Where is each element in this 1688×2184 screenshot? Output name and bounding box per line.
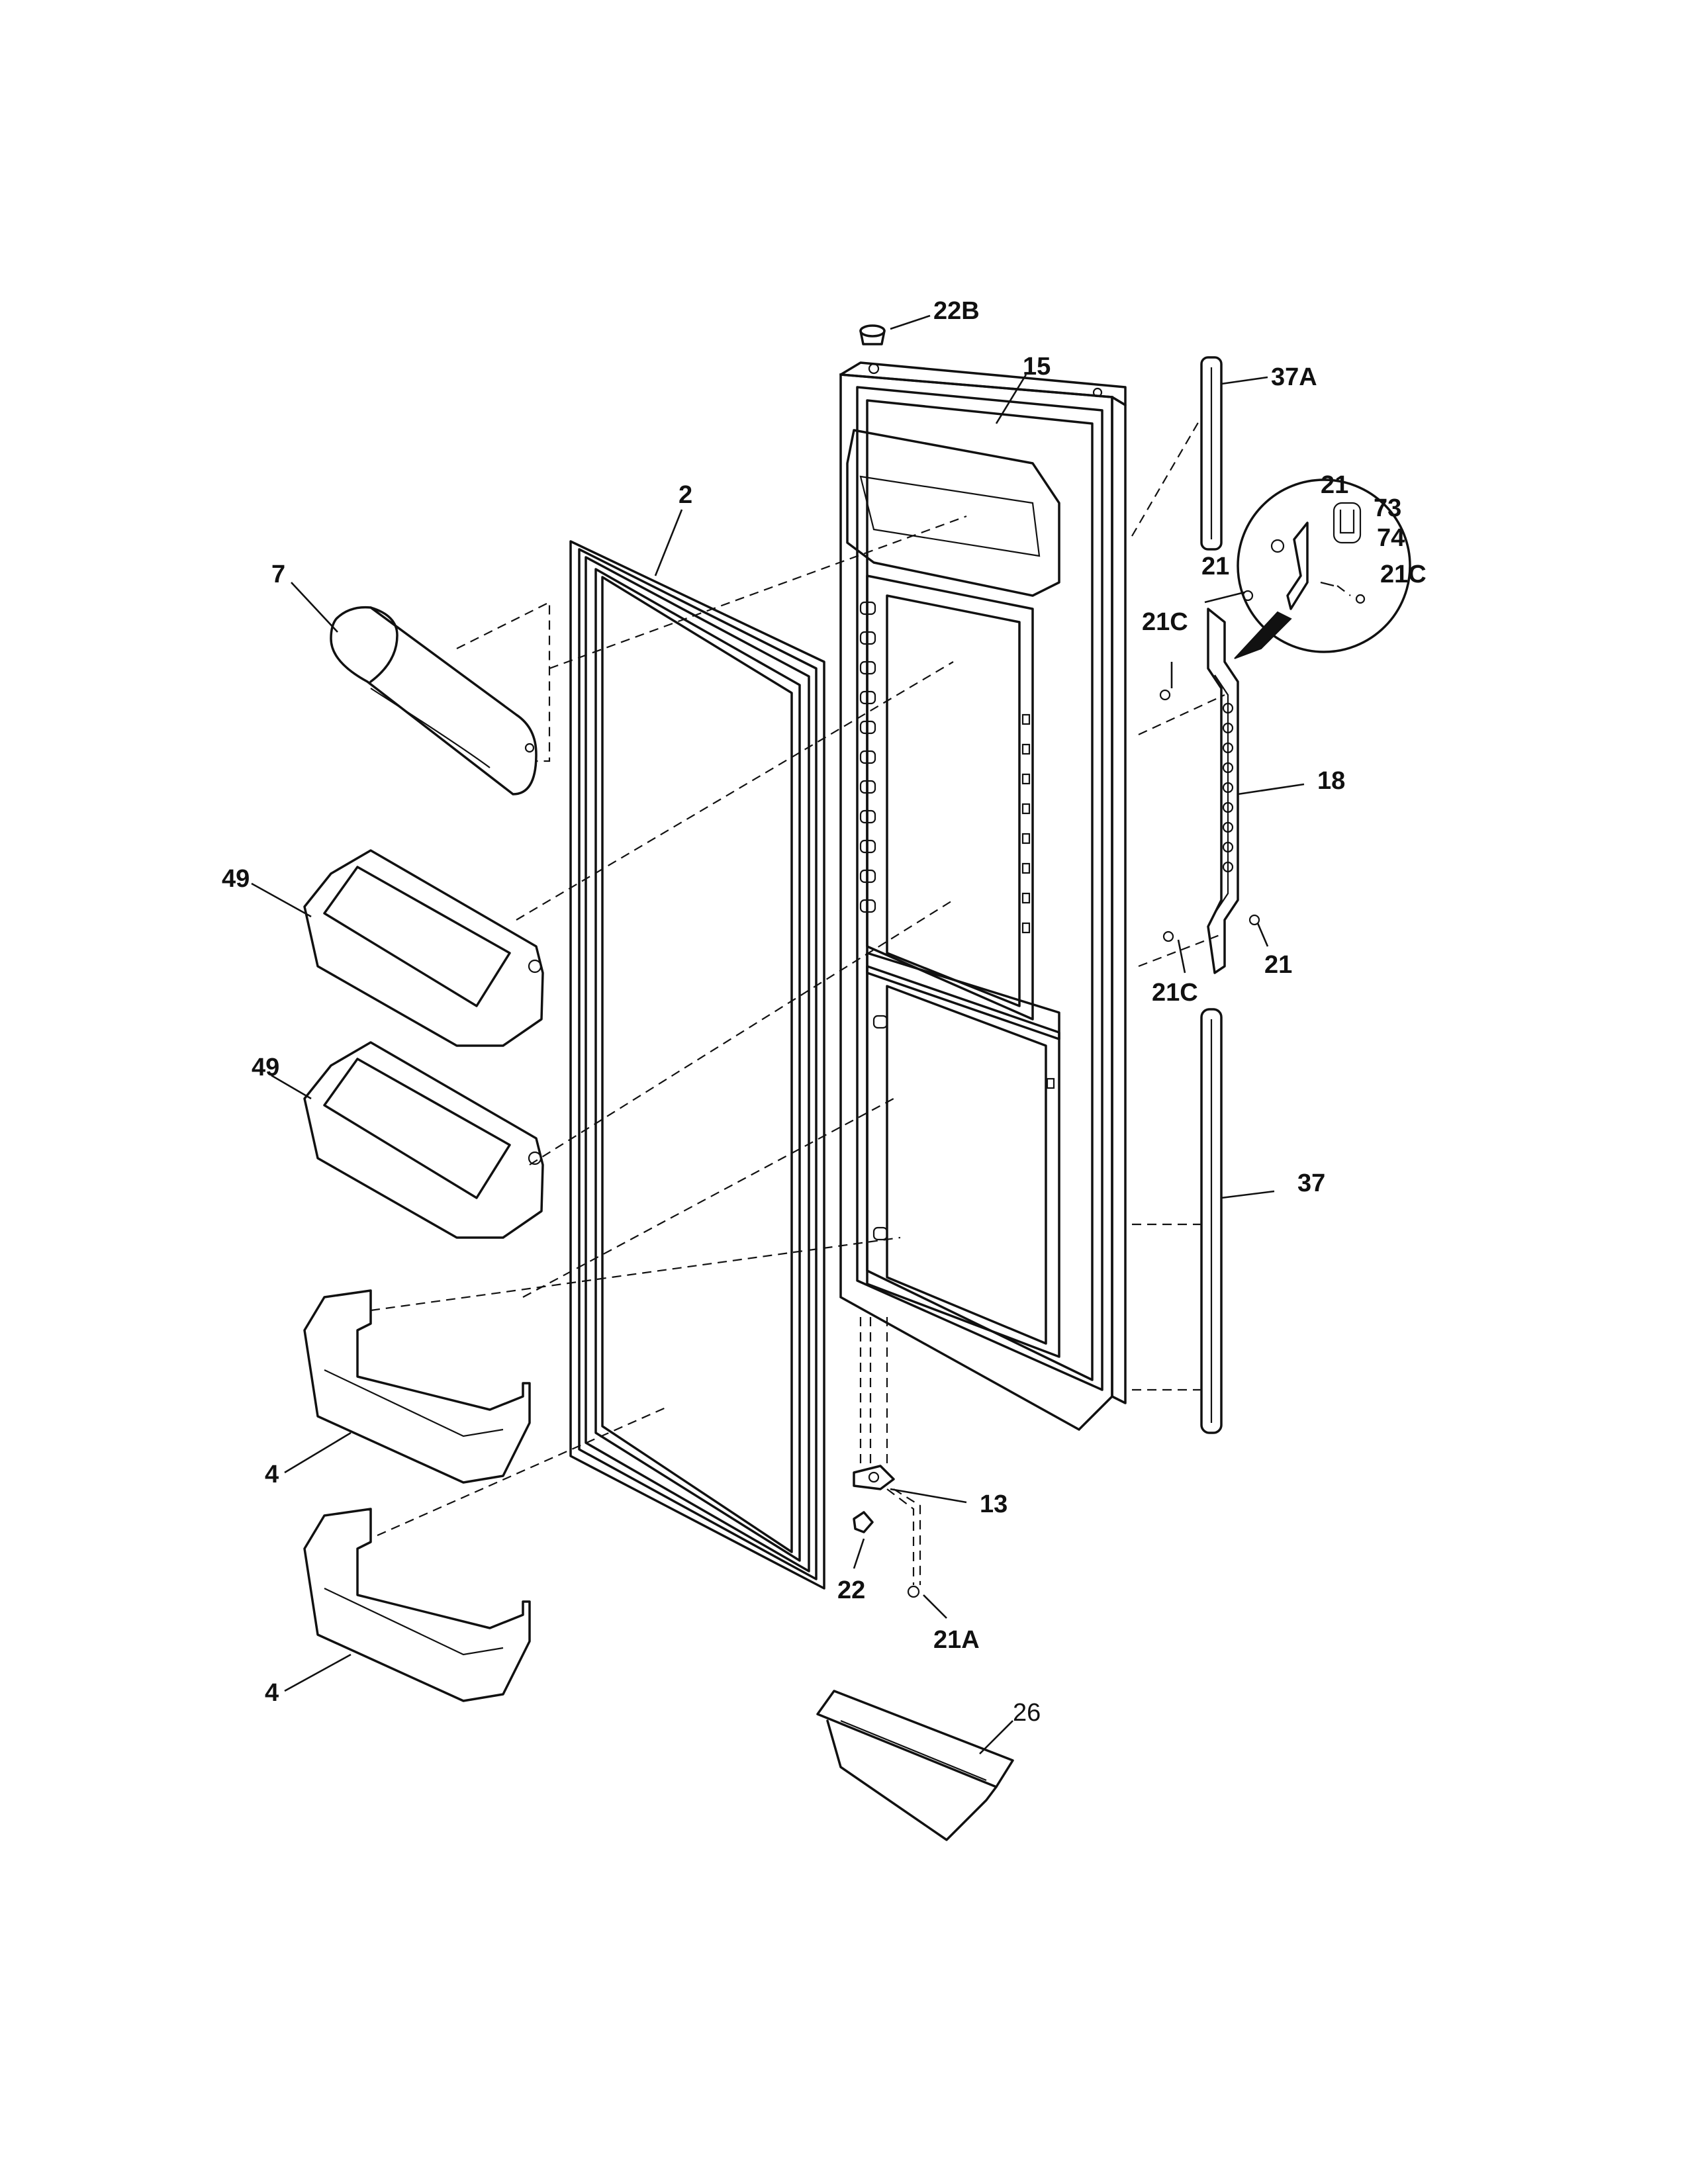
callout-21c-inset: 21C	[1380, 561, 1427, 588]
callout-26: 26	[1013, 1699, 1041, 1727]
callout-labels: 22B 15 37A 2 7 21 73 74 21C 21 21C 18 49…	[222, 297, 1427, 1727]
door-shelf-lower	[303, 1508, 531, 1702]
door-handle	[1207, 608, 1239, 974]
detail-inset	[1234, 478, 1411, 659]
door-gasket	[569, 540, 825, 1590]
callout-4-lower: 4	[265, 1679, 279, 1707]
callout-22b: 22B	[933, 297, 980, 325]
handle-trim-lower	[1200, 1008, 1223, 1434]
callout-74: 74	[1377, 524, 1405, 552]
door-outer-panel	[839, 361, 1127, 1432]
callout-15: 15	[1023, 353, 1051, 381]
hinge-assembly	[853, 1317, 921, 1598]
callout-73: 73	[1374, 494, 1401, 522]
handle-trim-upper	[1200, 356, 1223, 551]
callout-18: 18	[1317, 767, 1345, 795]
door-shelf-upper	[303, 1289, 531, 1484]
callout-21-inset: 21	[1321, 471, 1348, 499]
door-bin-upper	[303, 849, 544, 1047]
callout-4-upper: 4	[265, 1461, 279, 1488]
screws	[1159, 590, 1260, 942]
callout-22: 22	[837, 1576, 865, 1604]
callout-49-lower: 49	[252, 1054, 279, 1081]
dairy-cover	[330, 606, 538, 796]
callout-2: 2	[679, 481, 692, 509]
callout-21-lower: 21	[1264, 951, 1292, 979]
callout-37: 37	[1297, 1169, 1325, 1197]
callout-37a: 37A	[1271, 363, 1317, 391]
callout-7: 7	[271, 561, 285, 588]
callout-21a: 21A	[933, 1626, 980, 1654]
callout-21-mid: 21	[1201, 553, 1229, 580]
assembly-lines	[370, 416, 1225, 1537]
door-plug-part	[859, 324, 886, 345]
callout-13: 13	[980, 1490, 1008, 1518]
leader-lines	[251, 314, 1305, 1754]
drip-tray	[816, 1690, 1014, 1841]
callout-21c-lower: 21C	[1152, 979, 1198, 1007]
callout-21c-upper: 21C	[1142, 608, 1188, 636]
callout-49-upper: 49	[222, 865, 250, 893]
door-bin-lower	[303, 1041, 544, 1239]
